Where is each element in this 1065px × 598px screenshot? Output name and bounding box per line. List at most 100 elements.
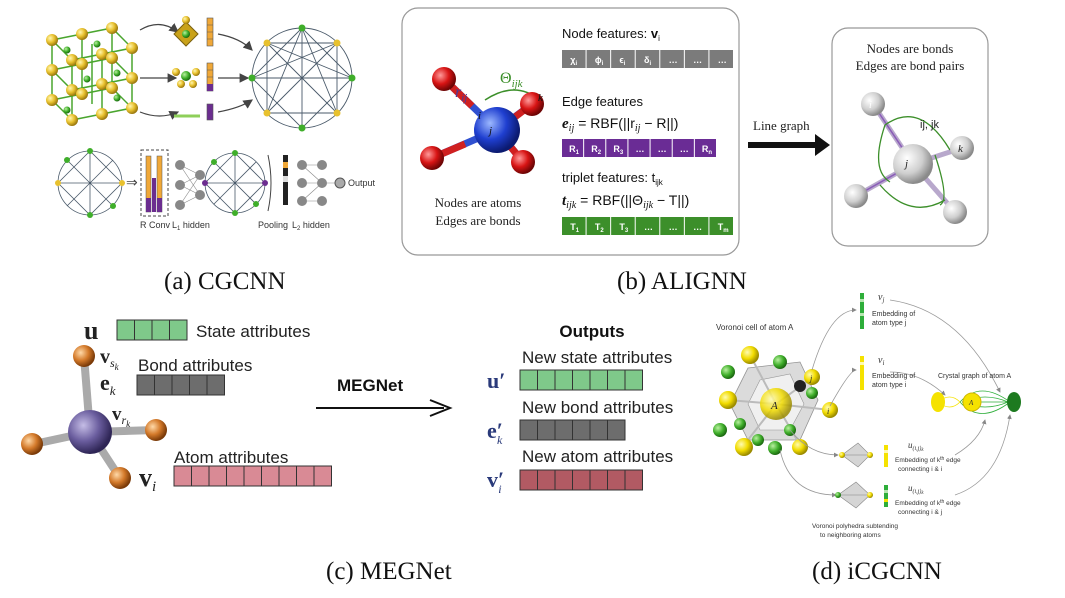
edge-feature-cell — [562, 139, 584, 157]
atom-attribute-cell — [261, 465, 280, 487]
feature-vector-3 — [206, 103, 214, 121]
polyhedron-edge-j — [835, 481, 873, 509]
caption-a: (a) CGCNN — [164, 268, 286, 295]
icgcnn-connectors — [779, 299, 1012, 498]
triplet-feature-cell — [635, 217, 660, 235]
voronoi-poly-line1: Voronoi polyhedra subtending — [812, 523, 898, 530]
bond-attribute-bar — [136, 374, 225, 396]
v-rk-symbol: vrk — [112, 404, 131, 429]
atom-attribute-cell — [173, 465, 192, 487]
edge-feature-cell — [694, 139, 716, 157]
edge-i-line1: Embedding of kth edge — [895, 456, 961, 464]
edge-feature-cell-label: … — [658, 144, 667, 154]
l2-hidden-label: L2 hidden — [292, 220, 330, 232]
cgcnn-panel: ⇒ R Conv L1 hidden — [46, 16, 376, 232]
e-k-symbol: ek — [100, 370, 116, 398]
atom-attributes-label: Atom attributes — [174, 448, 288, 467]
triplet-formula: tijk= RBF(||Θijk − T||) — [562, 192, 689, 211]
triplet-feature-cell — [562, 217, 586, 235]
edge-features-label: Edge features — [562, 94, 643, 109]
hidden-graph-nodes — [202, 150, 268, 216]
polyhedron-edge-i — [839, 442, 873, 468]
edge-feature-cell — [628, 139, 650, 157]
edge-feature-cell — [584, 139, 606, 157]
triplet-feature-cell-label: … — [644, 222, 653, 232]
edge-feature-cell-label: … — [636, 144, 645, 154]
atom-attribute-cell — [296, 465, 315, 487]
theta-ijk-label: Θijk — [500, 70, 524, 90]
node-feature-cell — [660, 50, 684, 68]
node-feature-cell — [635, 50, 660, 68]
new-state-cell — [554, 369, 573, 391]
triplet-feature-cell — [709, 217, 733, 235]
line-graph-molecule — [844, 92, 974, 224]
r-conv-box — [140, 149, 169, 217]
atom-attribute-cell — [208, 465, 227, 487]
feature-to-graph-arrows — [217, 33, 253, 113]
atom-j-small-label: j — [809, 374, 813, 383]
voronoi-structure — [713, 346, 838, 456]
new-state-label: New state attributes — [522, 348, 672, 367]
l2-hidden-network — [297, 160, 346, 206]
r-ij-label: rij — [455, 84, 467, 104]
atom-j-label: j — [487, 125, 492, 137]
u-symbol: u — [84, 316, 98, 345]
crystal-atoms — [46, 22, 138, 126]
triplet-feature-cell-label: Tm — [718, 222, 729, 234]
atom-attribute-cell — [243, 465, 262, 487]
new-atom-bar — [519, 469, 643, 491]
new-atom-cell — [624, 469, 643, 491]
voronoi-poly-line2: to neighboring atoms — [820, 532, 881, 539]
line-graph-box — [831, 27, 989, 247]
edge-feature-cell-label: R3 — [613, 144, 624, 156]
new-bond-cell — [589, 419, 608, 441]
atom-attribute-cell — [313, 465, 332, 487]
lattice-arrows — [139, 23, 180, 120]
edge-j-line2: connecting i & j — [898, 509, 942, 516]
node-feature-cell — [586, 50, 611, 68]
state-attribute-cell — [151, 319, 170, 341]
atom-attribute-cell — [226, 465, 245, 487]
triplet-feature-cell — [586, 217, 611, 235]
node-feature-cell-label: ϕi — [595, 55, 604, 67]
lg-k-label: k — [958, 143, 964, 155]
line-graph-label: Line graph — [753, 118, 810, 133]
edge-feature-cell-label: R1 — [569, 144, 580, 156]
state-attribute-cell — [169, 319, 188, 341]
new-state-cell — [589, 369, 608, 391]
caption-d: (d) iCGCNN — [812, 558, 942, 585]
new-atom-cell — [537, 469, 556, 491]
node-feature-cell-label: δi — [644, 55, 651, 67]
edge-feature-cell — [672, 139, 694, 157]
new-atom-cell — [607, 469, 626, 491]
new-state-bar — [519, 369, 643, 391]
triplet-feature-cell — [660, 217, 684, 235]
edge-formula: eij= RBF(||rij − R||) — [562, 115, 678, 134]
new-state-cell — [537, 369, 556, 391]
megnet-arrowhead — [429, 399, 453, 417]
lg-j-label: j — [903, 158, 908, 170]
v-prime-symbol: v′i — [487, 467, 504, 496]
node-feature-cell-label: … — [669, 55, 678, 65]
outputs-label: Outputs — [559, 322, 624, 341]
triplet-feature-cell — [611, 217, 635, 235]
node-feature-cell-label: ϵi — [619, 55, 625, 67]
embedding-j-vector — [860, 293, 864, 329]
output-label: Output — [348, 178, 376, 188]
triplet-feature-cell-label: … — [693, 222, 702, 232]
new-atom-cell — [589, 469, 608, 491]
embedding-i-vector — [860, 356, 864, 390]
voronoi-cell-label: Voronoi cell of atom A — [716, 323, 794, 332]
edge-j-vector — [884, 485, 888, 507]
edge-feature-cell-label: R2 — [591, 144, 602, 156]
bond-attribute-cell — [136, 374, 155, 396]
edge-feature-cell-label: Rn — [702, 144, 713, 156]
triplet-feature-cell-label: T3 — [619, 222, 629, 234]
v-sk-symbol: vsk — [100, 346, 120, 372]
feature-vector-1 — [206, 17, 214, 47]
embed-i-line1: Embedding of — [872, 373, 915, 380]
